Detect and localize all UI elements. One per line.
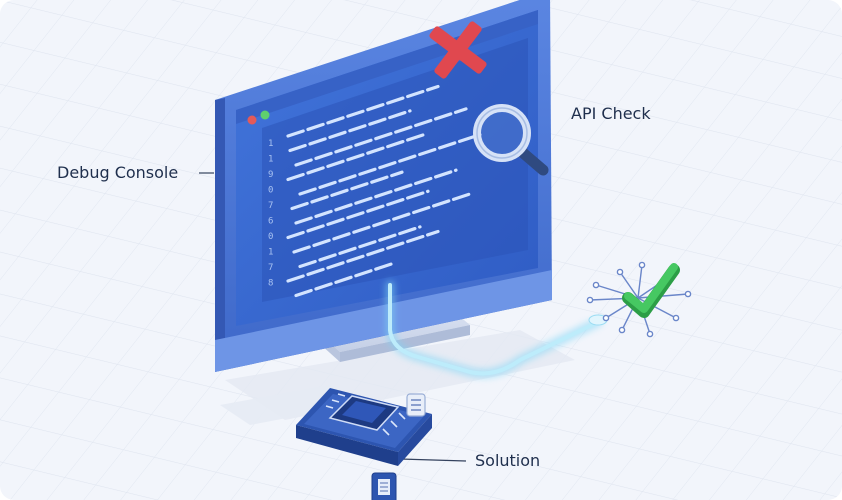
monitor xyxy=(215,0,552,372)
magnifying-glass-icon xyxy=(473,104,549,176)
callout-lines xyxy=(199,172,467,462)
red-x-icon xyxy=(429,21,487,79)
green-check-icon xyxy=(622,263,680,318)
api-check-label: API Check xyxy=(571,104,651,123)
code-line xyxy=(298,225,422,269)
connector-plug xyxy=(371,472,397,500)
code-line xyxy=(294,107,468,167)
code-lines xyxy=(286,84,482,298)
code-line xyxy=(298,133,482,196)
line-number: 0 xyxy=(268,186,273,196)
line-number: 6 xyxy=(268,217,273,227)
code-line xyxy=(294,262,393,298)
code-line-numbers: 1 1 9 0 7 6 0 1 7 8 xyxy=(268,139,273,289)
line-number: 1 xyxy=(268,139,273,149)
code-line xyxy=(294,168,458,225)
code-line xyxy=(286,189,430,240)
code-line xyxy=(292,192,471,254)
code-line xyxy=(290,170,404,211)
line-number: 0 xyxy=(268,232,273,242)
debug-console-label: Debug Console xyxy=(57,163,179,182)
line-number: 8 xyxy=(268,279,273,289)
floor-shadows xyxy=(220,330,575,425)
code-line xyxy=(288,109,412,153)
solution-label: Solution xyxy=(475,451,541,470)
line-number: 7 xyxy=(268,201,273,211)
code-line xyxy=(286,229,440,283)
chip-icon xyxy=(296,388,432,466)
code-line xyxy=(286,133,425,182)
line-number: 1 xyxy=(268,155,273,165)
code-line xyxy=(286,84,440,138)
line-number: 9 xyxy=(268,170,273,180)
line-number: 7 xyxy=(268,263,273,273)
glowing-cable xyxy=(385,280,608,378)
line-number: 1 xyxy=(268,248,273,258)
